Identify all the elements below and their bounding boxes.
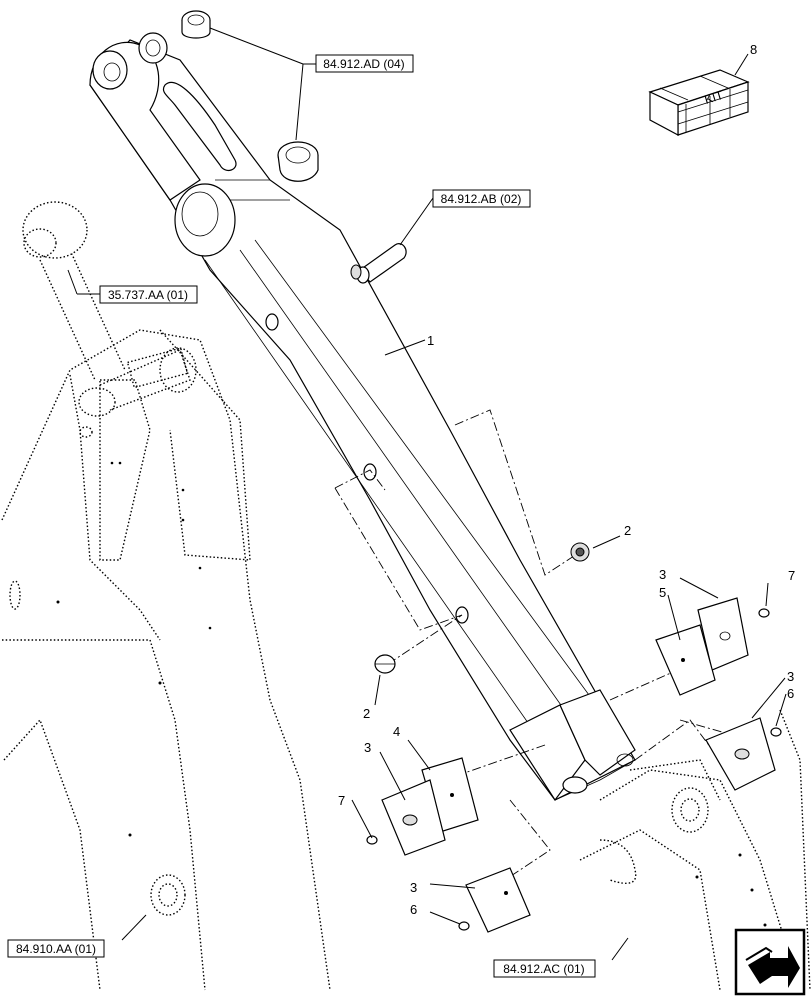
plug-lower (374, 654, 396, 674)
kit-crate-icon: KIT (648, 69, 750, 137)
ref-ab[interactable]: 84.912.AB (02) (432, 189, 531, 208)
pin (350, 243, 407, 284)
bucket-ghost-outline (579, 709, 811, 991)
screw-right (770, 727, 782, 737)
pad-right (705, 717, 776, 791)
screw-top-right (758, 608, 770, 618)
ref-bucket[interactable]: 84.912.AC (01) (493, 959, 596, 978)
callout-kit: 8 (750, 42, 757, 57)
callout-shim-b: 5 (659, 585, 666, 600)
pad-bottom (465, 867, 531, 933)
ref-ab-label: 84.912.AB (02) (441, 192, 522, 206)
callout-numbers: 1 2 2 3 3 3 3 4 5 6 6 7 7 8 (338, 42, 795, 917)
callout-screw-a: 6 (787, 686, 794, 701)
callout-plug-b: 2 (363, 706, 370, 721)
ref-ad-label: 84.912.AD (04) (323, 57, 404, 71)
upper-bushing (181, 10, 211, 39)
shim-5 (655, 624, 716, 696)
callout-shim-a: 4 (393, 724, 400, 739)
callout-arm: 1 (427, 333, 434, 348)
screw-left (366, 835, 378, 845)
lower-bushing (277, 141, 319, 182)
callout-pad-a: 3 (659, 567, 666, 582)
dipper-arm (89, 32, 636, 802)
callout-plug-a: 2 (624, 523, 631, 538)
ref-boom-label: 84.910.AA (01) (16, 942, 96, 956)
callout-screw-d: 7 (338, 793, 345, 808)
boom-ghost-outline (1, 329, 331, 991)
plug-upper (570, 542, 590, 562)
crate-marking: KIT (703, 88, 726, 107)
screw-bottom (458, 921, 470, 931)
callout-pad-d: 3 (410, 880, 417, 895)
ref-link[interactable]: 35.737.AA (01) (99, 285, 198, 304)
next-page-arrow-icon[interactable] (734, 928, 806, 996)
ref-bucket-label: 84.912.AC (01) (503, 962, 584, 976)
callout-pad-b: 3 (787, 669, 794, 684)
callout-pad-c: 3 (364, 740, 371, 755)
callout-screw-b: 6 (410, 902, 417, 917)
link-cylinder-ghost (22, 201, 189, 389)
pad-left (381, 779, 446, 856)
callout-screw-c: 7 (788, 568, 795, 583)
ref-boom[interactable]: 84.910.AA (01) (7, 939, 105, 958)
ref-link-label: 35.737.AA (01) (108, 288, 188, 302)
ref-ad[interactable]: 84.912.AD (04) (315, 54, 414, 73)
assembly-centerlines (334, 409, 751, 881)
leader-lines (67, 27, 787, 961)
